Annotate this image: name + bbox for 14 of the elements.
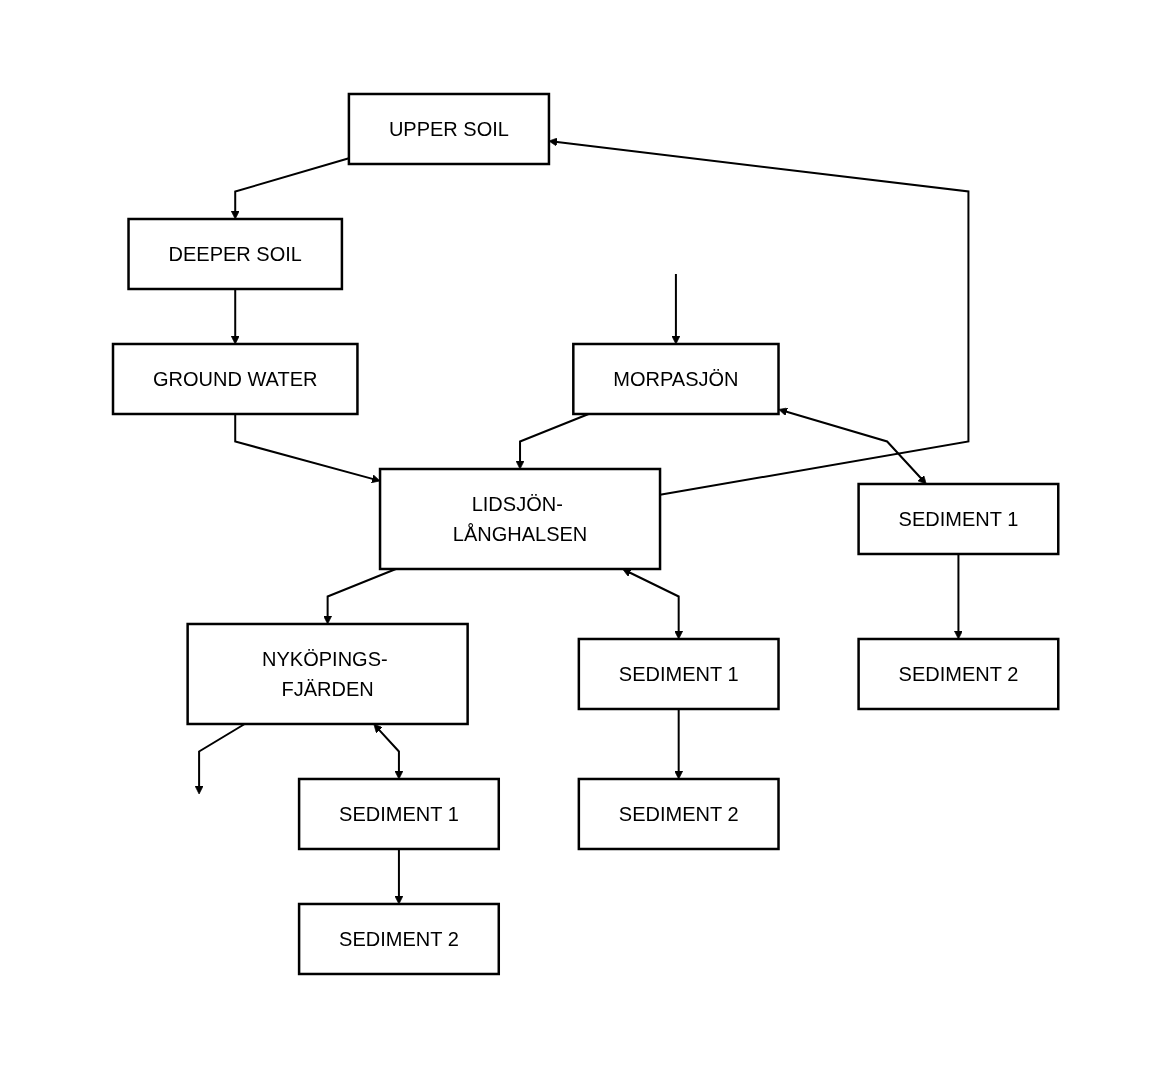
node-box: MORPASJÖN (572, 342, 781, 416)
node-box: DEEPER SOIL (127, 217, 344, 291)
node-box: GROUND WATER (112, 342, 360, 416)
node-box: NYKÖPINGS- FJÄRDEN (186, 622, 470, 726)
node-box: SEDIMENT 1 (857, 482, 1060, 556)
node-box: SEDIMENT 2 (857, 637, 1060, 711)
node-box: SEDIMENT 1 (577, 637, 781, 711)
arrow (671, 273, 681, 345)
node-box: LIDSJÖN- LÅNGHALSEN (379, 467, 662, 571)
node-box: SEDIMENT 2 (298, 902, 501, 976)
node-box: SEDIMENT 2 (577, 777, 781, 851)
node-box: SEDIMENT 1 (298, 777, 501, 851)
arrow (234, 413, 381, 484)
node-box: UPPER SOIL (348, 92, 551, 166)
